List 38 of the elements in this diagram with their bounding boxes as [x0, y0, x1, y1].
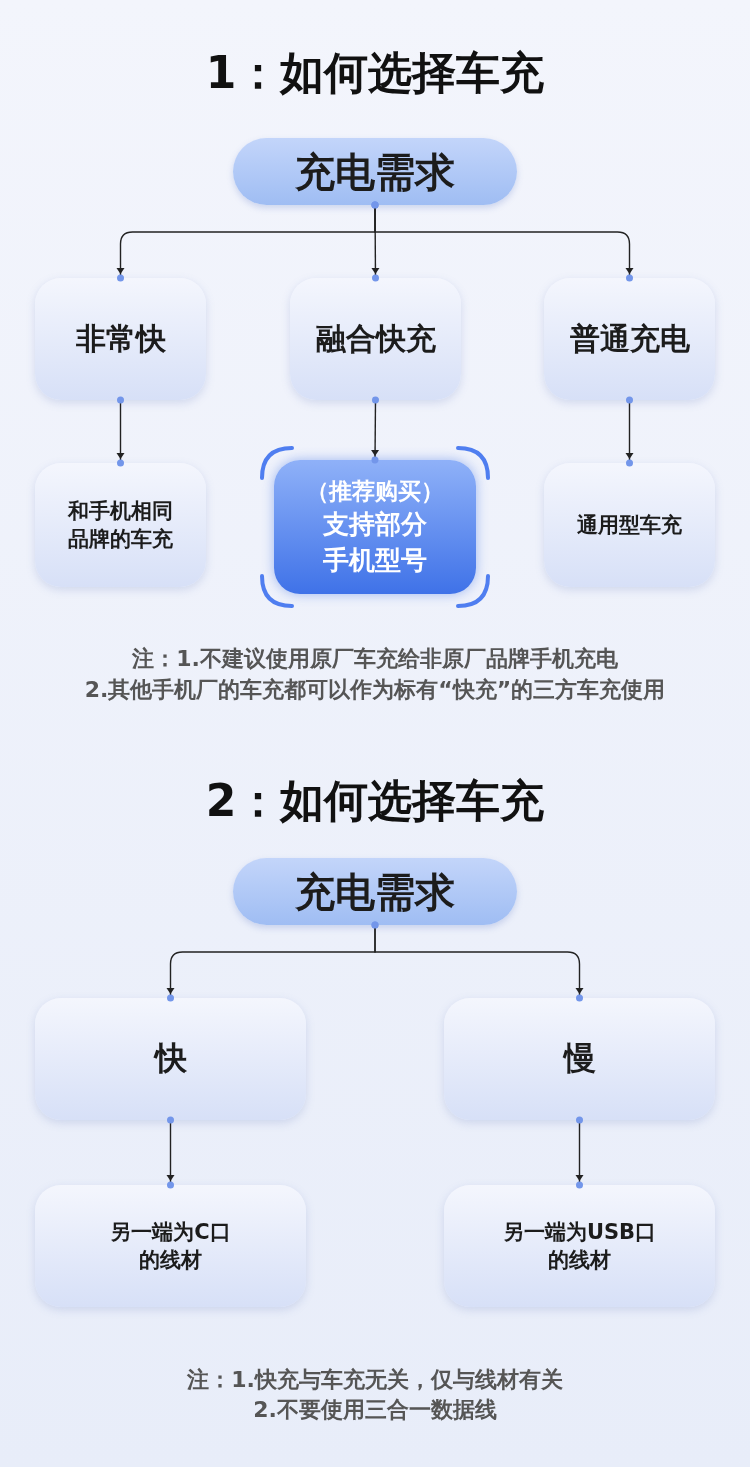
- node-heading: （推荐购买）: [306, 477, 444, 507]
- option-box: [35, 278, 206, 400]
- node-label: 通用型车充: [577, 511, 682, 539]
- arrow: [371, 396, 380, 464]
- arrow: [116, 396, 125, 467]
- node-label: 支持部分手机型号: [322, 508, 428, 577]
- root-pill: [233, 858, 517, 925]
- arrow: [371, 921, 584, 1002]
- root-pill: [233, 138, 517, 205]
- option-box: [544, 463, 715, 587]
- node-label: 融合快充: [315, 319, 436, 358]
- node-label: 非常快: [75, 319, 166, 358]
- arrow: [575, 1116, 584, 1189]
- node-label: 充电需求: [295, 867, 455, 917]
- option-box: [35, 1185, 306, 1307]
- note-text: 注：1.不建议使用原厂车充给非原厂品牌手机充电: [131, 645, 619, 673]
- note-text: 2.其他手机厂的车充都可以作为标有“快充”的三方车充使用: [83, 676, 667, 704]
- node-label: 普通充电: [569, 319, 690, 358]
- highlight-box: [274, 460, 476, 594]
- option-box: [444, 1185, 715, 1307]
- node-label: 和手机相同品牌的车充: [66, 497, 174, 553]
- node-label: 另一端为USB口的线材: [501, 1218, 658, 1274]
- note-text: 2.不要使用三合一数据线: [252, 1396, 498, 1424]
- option-box: [35, 463, 206, 587]
- option-box: [544, 278, 715, 400]
- option-box: [290, 278, 461, 400]
- section-title: 2：如何选择车充: [204, 774, 546, 828]
- arrow: [625, 396, 634, 467]
- node-label: 慢: [563, 1038, 596, 1080]
- arrow: [371, 201, 634, 282]
- note-text: 注：1.快充与车充无关，仅与线材有关: [186, 1366, 564, 1394]
- node-label: 快: [154, 1038, 187, 1080]
- option-box: [35, 998, 306, 1120]
- section-title: 1：如何选择车充: [204, 46, 546, 100]
- node-label: 充电需求: [295, 147, 455, 197]
- node-label: 另一端为C口的线材: [109, 1218, 232, 1274]
- option-box: [444, 998, 715, 1120]
- arrow: [166, 1116, 175, 1189]
